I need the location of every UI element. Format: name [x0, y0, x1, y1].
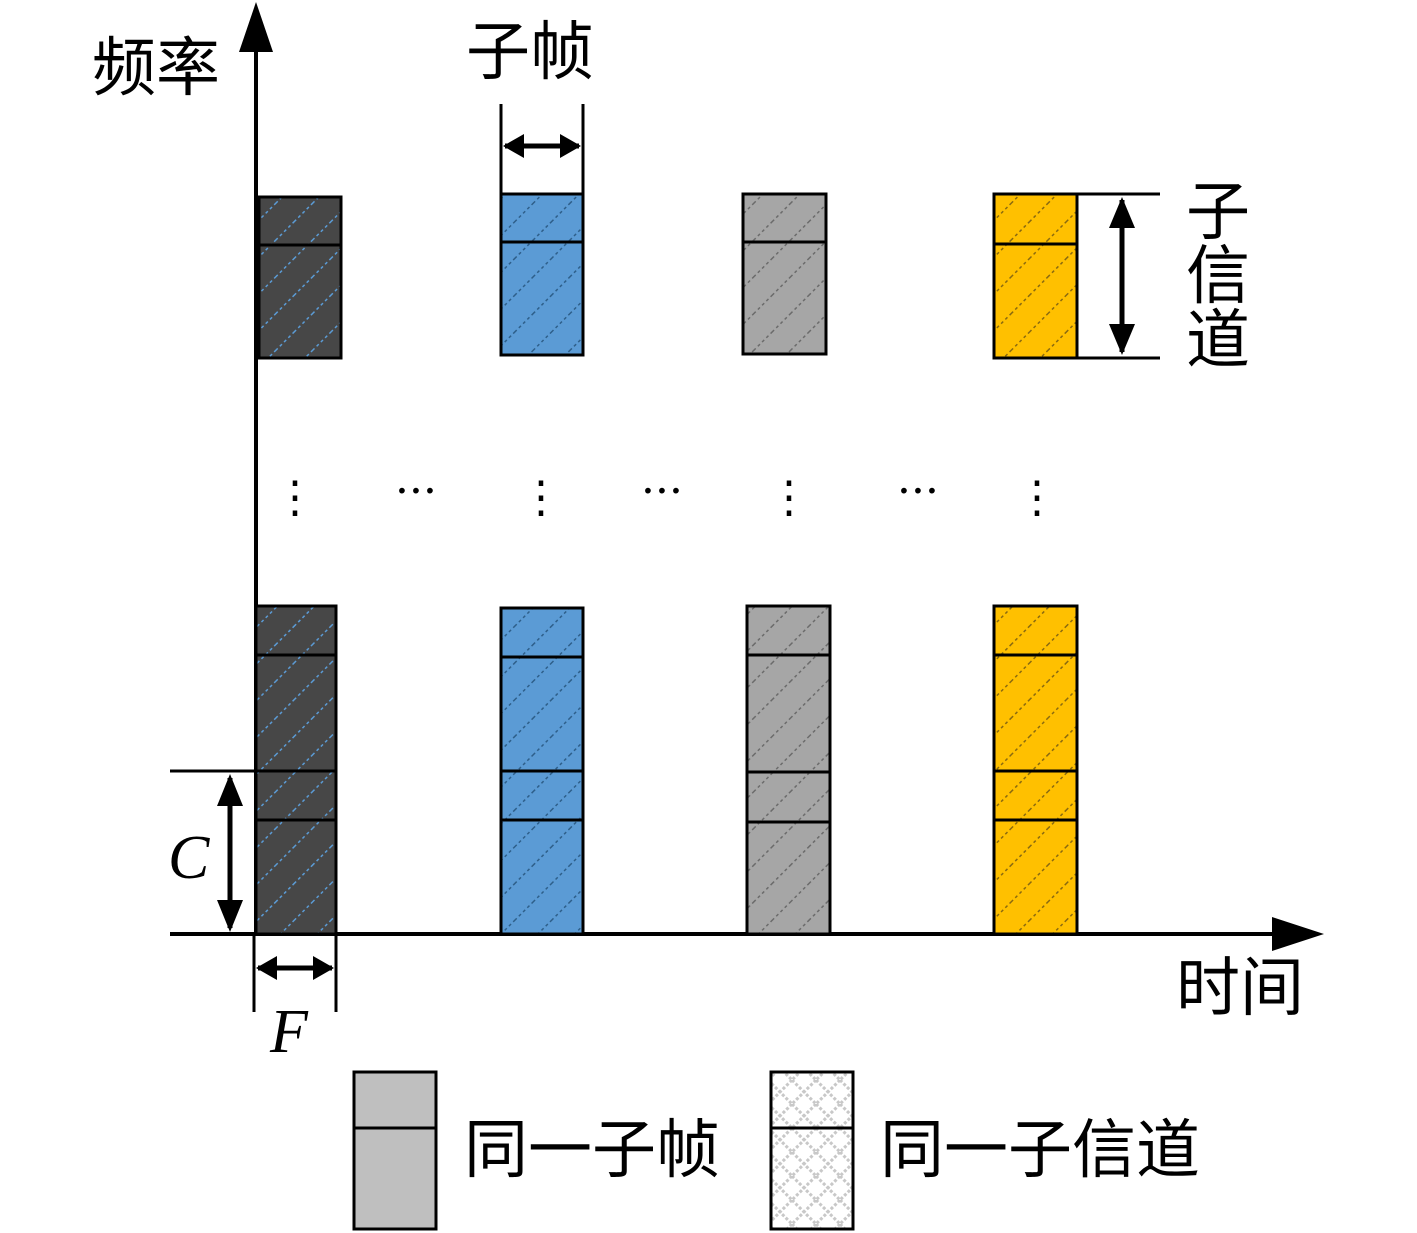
block-top-blue [499, 192, 585, 357]
x-axis-arrowhead [1272, 917, 1324, 951]
f-width-annotation: F [252, 934, 338, 1066]
horizontal-ellipsis: ··· [395, 466, 437, 517]
block-bottom-blue [499, 606, 585, 936]
vertical-ellipsis: ⋮ [1015, 472, 1059, 523]
block-bottom-gold [992, 604, 1079, 936]
block-bottom-gray [745, 604, 832, 936]
vertical-ellipsis: ⋮ [273, 472, 317, 523]
block-top-dark [257, 195, 343, 360]
subchannel-label-char: 子 [1186, 176, 1250, 250]
block-bottom-dark [254, 604, 338, 936]
block-top-gray [741, 192, 828, 356]
subchannel-label-char: 道 [1186, 304, 1250, 378]
c-height-annotation: C [168, 769, 256, 932]
subchannel-label-char: 信 [1186, 240, 1250, 314]
legend: 同一子帧 同一子信道 [352, 1070, 1200, 1231]
ellipsis-row: ⋮ ··· ⋮ ··· ⋮ ··· ⋮ [273, 466, 1059, 523]
y-axis-label: 频率 [92, 32, 220, 106]
subframe-label: 子帧 [466, 16, 594, 90]
horizontal-ellipsis: ··· [641, 466, 683, 517]
subchannel-height-annotation: 子 信 道 [1077, 176, 1250, 378]
x-axis-label: 时间 [1176, 952, 1304, 1026]
top-row-blocks [257, 192, 1079, 360]
y-axis-arrowhead [239, 2, 273, 52]
legend-swatch-same-subchannel [769, 1070, 855, 1231]
block-top-gold [992, 192, 1079, 360]
c-label: C [168, 824, 210, 892]
subframe-width-annotation: 子帧 [466, 16, 594, 194]
vertical-ellipsis: ⋮ [519, 472, 563, 523]
legend-label-same-subframe: 同一子帧 [464, 1114, 720, 1188]
vertical-ellipsis: ⋮ [767, 472, 811, 523]
bottom-row-blocks [254, 604, 1079, 936]
horizontal-ellipsis: ··· [897, 466, 939, 517]
f-label: F [269, 998, 309, 1066]
legend-swatch-same-subframe [352, 1070, 438, 1231]
legend-label-same-subchannel: 同一子信道 [880, 1114, 1200, 1188]
